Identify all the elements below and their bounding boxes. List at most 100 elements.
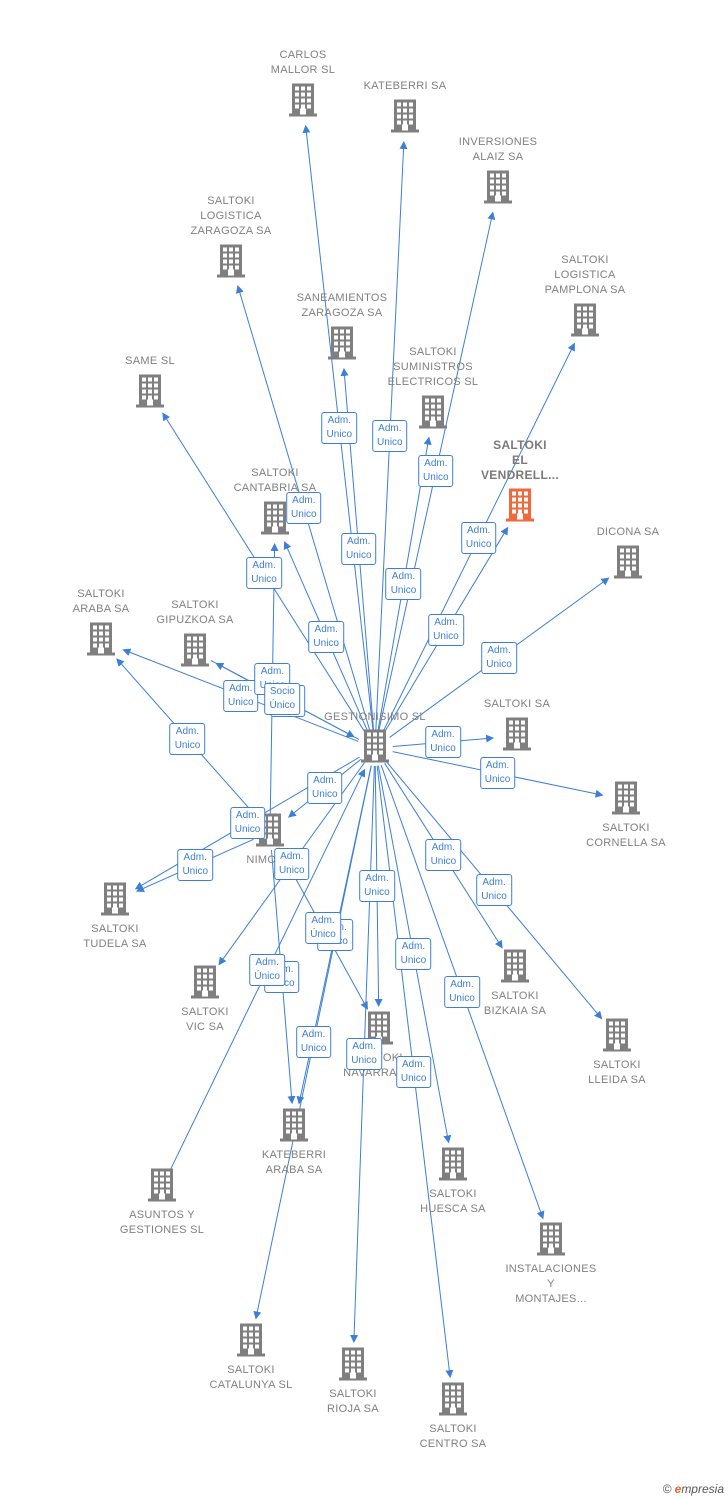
edge-label-box[interactable]: Adm.Unico — [372, 419, 408, 452]
edge-label-line: Unico — [227, 696, 254, 708]
edge-label-box[interactable]: Adm.Unico — [428, 614, 464, 647]
edge-label-box[interactable]: Adm.Único — [305, 912, 341, 945]
building-icon[interactable] — [360, 728, 390, 769]
node-label-line: KATEBERRI — [261, 1149, 327, 1161]
edge-label-box[interactable]: Adm.Unico — [476, 874, 512, 907]
building-icon[interactable] — [438, 1146, 468, 1187]
edge-label-box[interactable]: Adm.Unico — [395, 1055, 432, 1088]
edge-label-box[interactable]: Adm.Unico — [308, 620, 344, 653]
edge-label-box[interactable]: Adm.Único — [249, 954, 285, 987]
node-label-dicona[interactable]: DICONA SA — [563, 525, 693, 540]
edge-label-box[interactable]: Adm.Unico — [340, 533, 377, 566]
building-icon[interactable] — [135, 373, 165, 414]
edge-label-line: Adm. — [378, 422, 402, 434]
node-label-line: SALTOKI — [493, 438, 547, 452]
building-icon[interactable] — [216, 243, 246, 284]
building-icon[interactable] — [483, 169, 513, 210]
node-label-line: INVERSIONES — [458, 136, 538, 148]
building-icon[interactable] — [611, 780, 641, 821]
edge-label-line: Adm. — [352, 1041, 376, 1052]
node-label-same[interactable]: SAME SL — [85, 354, 215, 369]
building-icon[interactable] — [502, 716, 532, 757]
edge-label-line: Único — [254, 971, 280, 983]
building-icon[interactable] — [236, 1322, 266, 1363]
building-icon[interactable] — [505, 487, 535, 528]
edge-label-line: Unico — [364, 887, 390, 898]
node-label-nimo[interactable]: NIMO SL — [205, 853, 335, 868]
edge-label-box[interactable]: Adm.Unico — [286, 492, 322, 525]
empresia-logo[interactable]: ©empresia — [663, 1482, 724, 1496]
edge-label-box[interactable]: Adm.Unico — [479, 757, 516, 790]
node-label-kateberri[interactable]: KATEBERRI SA — [340, 79, 470, 94]
building-icon[interactable] — [190, 964, 220, 1005]
node-label-line: VIC SA — [186, 1021, 224, 1033]
edge-label-line: Unico — [400, 955, 427, 967]
building-icon[interactable] — [602, 1017, 632, 1058]
building-icon[interactable] — [418, 394, 448, 435]
edge-label-box[interactable]: Adm.Unico — [481, 641, 517, 674]
node-label-center[interactable]: GESTIONISIMO SL — [310, 710, 440, 725]
node-label-line: ALAIZ SA — [472, 151, 524, 163]
node-label-saltokisa[interactable]: SALTOKI SA — [452, 697, 582, 712]
building-icon[interactable] — [279, 1107, 309, 1148]
building-icon[interactable] — [536, 1221, 566, 1262]
edge-label-box[interactable]: Adm.Unico — [229, 806, 266, 839]
edge-label-box[interactable]: Adm.Unico — [444, 975, 480, 1008]
edge-label-box[interactable]: Adm.Unico — [321, 411, 358, 444]
edge-label-box[interactable]: Adm.Unico — [273, 847, 310, 880]
building-icon[interactable] — [147, 1167, 177, 1208]
building-icon[interactable] — [438, 1381, 468, 1422]
building-icon[interactable] — [338, 1346, 368, 1387]
edge-label-line: Adm. — [301, 1029, 326, 1041]
node-label-line: SANEAMIENTOS — [296, 292, 388, 304]
building-icon[interactable] — [100, 881, 130, 922]
edge-label-box[interactable]: Adm.Unico — [346, 1038, 382, 1070]
node-label-inversiones[interactable]: INVERSIONES ALAIZ SA — [433, 135, 563, 165]
edge-label-box[interactable]: Adm.Unico — [169, 722, 206, 755]
edge-label-box[interactable]: Adm.Unico — [359, 870, 395, 902]
building-icon[interactable] — [288, 82, 318, 123]
building-icon[interactable] — [180, 632, 210, 673]
edge-label-box[interactable]: Adm.Unico — [246, 557, 282, 590]
edge-label-box[interactable]: Adm.Unico — [425, 726, 461, 759]
building-icon[interactable] — [86, 621, 116, 662]
edge-label-box[interactable]: Adm.Unico — [395, 938, 432, 971]
edge-label-box[interactable]: Adm.Unico — [177, 849, 214, 882]
edge-label-box[interactable]: Adm.Unico — [295, 1026, 332, 1059]
edge-label-box[interactable]: Adm.Unico — [222, 679, 259, 712]
edge-label-box[interactable]: Adm.Unico — [385, 567, 422, 600]
building-icon[interactable] — [500, 948, 530, 989]
building-icon[interactable] — [390, 98, 420, 139]
building-icon[interactable] — [613, 544, 643, 585]
node-label-line: ZARAGOZA SA — [301, 307, 383, 319]
edge-label-box[interactable]: Adm.Unico — [418, 455, 454, 488]
edge-label-box[interactable]: Adm.Unico — [425, 839, 462, 872]
edge-label-box[interactable]: Adm.Unico — [307, 772, 343, 805]
building-icon[interactable] — [570, 302, 600, 343]
node-label-saneamientos[interactable]: SANEAMIENTOS ZARAGOZA SA — [277, 291, 407, 321]
building-icon[interactable] — [260, 500, 290, 541]
edge-label-box[interactable]: Adm.Unico — [460, 521, 497, 554]
building-icon[interactable] — [327, 325, 357, 366]
